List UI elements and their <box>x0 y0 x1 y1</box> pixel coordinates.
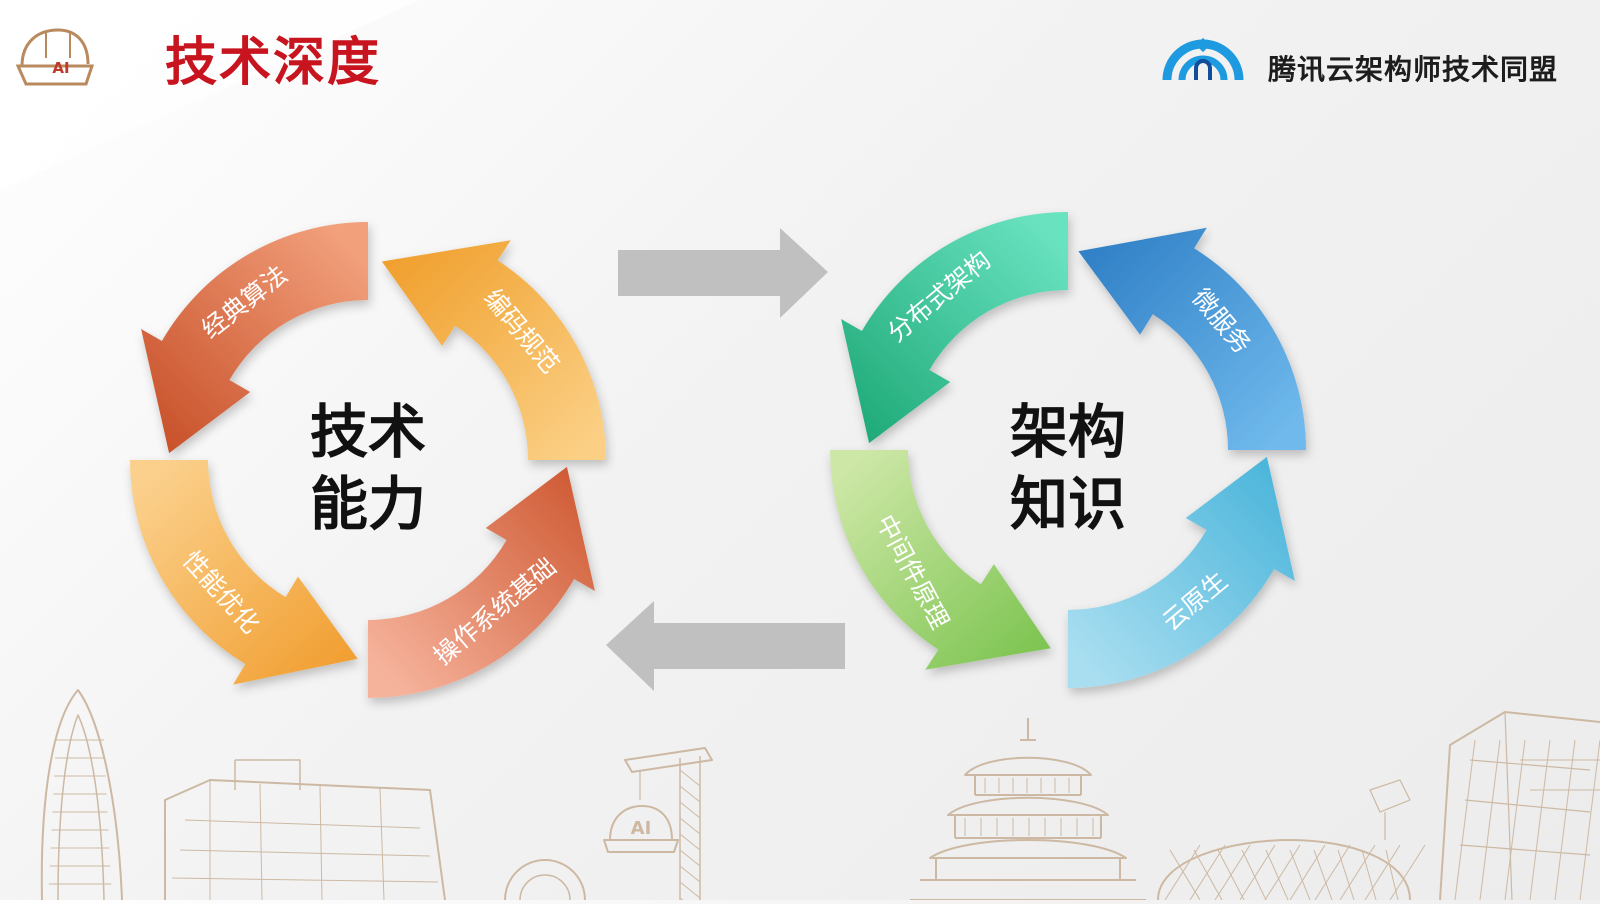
left-center-line1: 技术 <box>310 398 426 466</box>
left-connector-arrow <box>606 601 845 691</box>
cycle-arrow-middleware-principles: 中间件原理 <box>830 450 1051 670</box>
cycle-arrow-microservices: 微服务 <box>1078 227 1306 450</box>
cycle-arrow-shape <box>130 460 358 685</box>
technical-ability-cycle: 经典算法 编码规范 操作系统基础 性能优化 技术 能力 <box>130 222 606 698</box>
right-connector-arrow <box>618 228 828 318</box>
architecture-knowledge-cycle: 分布式架构 微服务 云原生 中间件原理 架构 知识 <box>830 212 1306 688</box>
cycle-arrow-shape <box>368 466 595 698</box>
right-center-line1: 架构 <box>1010 398 1126 466</box>
cycle-arrow-shape <box>381 240 606 460</box>
cycle-arrow-shape <box>1068 456 1295 688</box>
hat-badge-text: AI <box>52 59 69 77</box>
left-center-line2: 能力 <box>310 470 426 538</box>
cycle-arrow-cloud-native: 云原生 <box>1068 456 1295 688</box>
cycle-arrow-shape <box>141 222 368 454</box>
cycle-arrow-shape <box>1078 227 1306 450</box>
page-title: 技术深度 <box>165 33 382 93</box>
brand-name: 腾讯云架构师技术同盟 <box>1267 53 1558 86</box>
cycle-connectors <box>606 228 845 691</box>
right-center-line2: 知识 <box>1010 470 1126 538</box>
city-skyline-decoration: AI <box>40 689 1600 904</box>
crane-badge-text: AI <box>631 818 652 839</box>
background-sheen <box>0 0 420 190</box>
hard-hat-logo-icon: AI <box>15 28 95 86</box>
brand-logo-icon <box>1162 37 1244 81</box>
cycle-arrow-shape <box>841 212 1068 444</box>
cycle-arrow-shape <box>830 450 1051 670</box>
cycle-arrow-performance-optimization: 性能优化 <box>130 460 358 685</box>
